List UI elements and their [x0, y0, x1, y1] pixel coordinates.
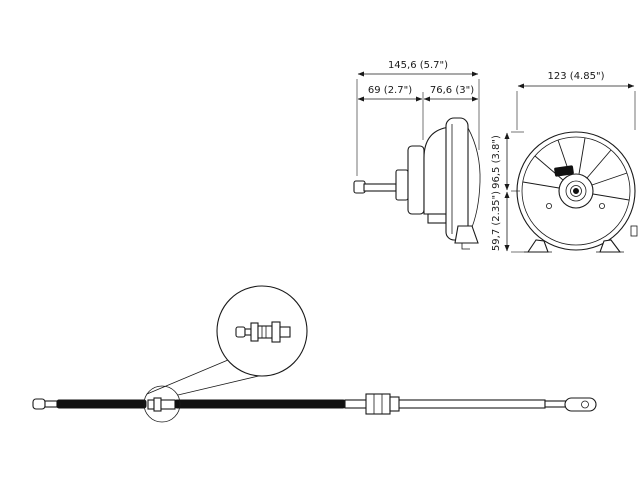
- side-mount-plate: [445, 117, 469, 241]
- front-hub-ring: [565, 180, 587, 202]
- side-hub: [395, 169, 409, 201]
- dim-label-front-lower: 59,7 (2.35"): [491, 191, 502, 251]
- connector-flange: [271, 321, 281, 343]
- dim-label-side-left: 69 (2.7"): [368, 85, 412, 96]
- cable-eye-end: [564, 397, 597, 412]
- side-shaft: [363, 183, 397, 192]
- front-view-dimensions: 123 (4.85") 96,5 (3.8") 59,7 (2.35"): [491, 71, 636, 253]
- front-side-tab: [630, 225, 638, 237]
- cable-rod: [544, 400, 568, 408]
- dim-label-side-total: 145,6 (5.7"): [388, 60, 448, 71]
- cable-jacket-right: [174, 399, 346, 409]
- cable-left-tip: [32, 398, 46, 410]
- side-foot-hook: [461, 243, 470, 250]
- cable-eye-hole: [581, 400, 589, 409]
- front-brand-label: [554, 165, 574, 177]
- cable-fitting-collar: [153, 397, 162, 412]
- dim-label-front-upper: 96,5 (3.8"): [491, 135, 502, 189]
- detail-marker-circle: [143, 385, 181, 423]
- detail-callout: [146, 285, 308, 396]
- callout-leader-left: [146, 359, 229, 395]
- connector-collar: [250, 322, 259, 342]
- side-flange-curve: [467, 127, 481, 233]
- front-view-helm: [516, 131, 638, 253]
- side-housing-base: [427, 213, 447, 224]
- connector-neck: [244, 328, 252, 336]
- cable-fitting-body: [160, 399, 176, 410]
- rib-6: [591, 172, 628, 186]
- detail-connector: [235, 321, 291, 343]
- rib-1: [522, 181, 560, 189]
- side-front-disc: [407, 145, 425, 215]
- dim-label-side-right: 76,6 (3"): [430, 85, 474, 96]
- dim-label-front-width: 123 (4.85"): [548, 71, 605, 82]
- side-shaft-tip: [353, 180, 366, 194]
- cable-left-neck: [44, 400, 58, 408]
- connector-tip: [235, 326, 246, 338]
- cable-assembly: [32, 385, 597, 423]
- rib-7: [592, 193, 630, 201]
- rib-5: [586, 149, 612, 179]
- front-hub-inner: [570, 185, 582, 197]
- side-view-dimensions: 145,6 (5.7") 69 (2.7") 76,6 (3"): [356, 60, 480, 176]
- front-screw-left: [546, 202, 553, 209]
- cable-fitting-tip: [147, 399, 155, 410]
- connector-body: [257, 325, 273, 339]
- cable-ferrule: [389, 396, 400, 412]
- rib-4: [578, 137, 586, 175]
- side-view-helm: [353, 117, 481, 250]
- cable-hex-nut: [365, 393, 391, 415]
- front-screw-right: [599, 202, 606, 209]
- front-shaft-center: [573, 188, 579, 194]
- connector-rear: [279, 326, 291, 338]
- side-foot: [454, 225, 479, 244]
- cable-jacket-left: [56, 399, 147, 409]
- front-inner-rim: [521, 136, 631, 246]
